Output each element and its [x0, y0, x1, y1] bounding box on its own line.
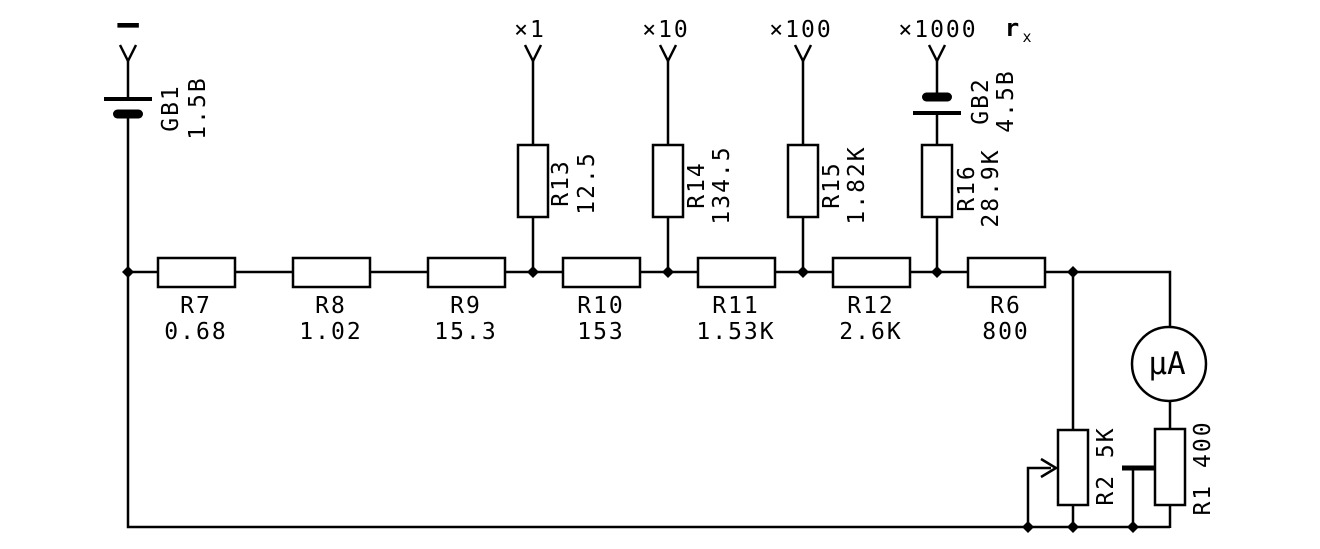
resistor-r10-value-label: 153	[577, 319, 625, 345]
resistor-r9-body	[426, 256, 507, 289]
battery-gb2-ref-label: GB2	[968, 77, 994, 125]
resistor-r11-value-label: 1.53K	[696, 319, 775, 345]
range-x1000-label: ×1000	[898, 17, 977, 43]
resistor-r1-body	[1153, 427, 1187, 507]
resistor-r11-ref-label: R11	[712, 293, 760, 319]
microammeter: µA	[1130, 325, 1208, 403]
x1000-terminal-icon	[927, 44, 947, 62]
resistor-r16-ref-label: R16	[954, 164, 980, 212]
resistor-r13-value-label: 12.5	[574, 151, 600, 214]
microammeter-label: µA	[1148, 346, 1186, 382]
resistor-r12-body	[831, 256, 912, 289]
resistor-r7-body	[156, 256, 237, 289]
resistor-r15-value-label: 1.82K	[844, 145, 870, 224]
resistor-r1-label: R1 400	[1190, 420, 1216, 515]
wiper-arrow-icon	[1040, 457, 1059, 479]
resistor-r16-value-label: 28.9K	[978, 148, 1004, 227]
junction-dot	[1022, 521, 1034, 533]
r2-wiper-wire	[1026, 466, 1051, 527]
common-terminal-polarity-label: −	[116, 2, 140, 48]
junction-dot	[931, 266, 943, 278]
common-terminal-icon	[118, 44, 138, 62]
resistor-r10-ref-label: R10	[577, 293, 625, 319]
junction-dot	[1127, 521, 1139, 533]
junction-dot	[797, 266, 809, 278]
resistor-r6-body	[966, 256, 1047, 289]
gb1-negative-plate	[113, 109, 143, 119]
resistor-r9-ref-label: R9	[450, 293, 482, 319]
resistor-r12-ref-label: R12	[847, 293, 895, 319]
resistor-r14-value-label: 134.5	[709, 145, 735, 224]
battery-gb1-symbol	[104, 97, 152, 119]
junction-dot	[1067, 266, 1079, 278]
resistor-r6-value-label: 800	[982, 319, 1030, 345]
resistor-r12-value-label: 2.6K	[839, 319, 902, 345]
junction-dot	[1067, 521, 1079, 533]
resistor-r16-body	[920, 143, 954, 219]
rx-terminal-label: r	[1005, 14, 1019, 42]
resistor-r8-body	[291, 256, 372, 289]
trimmer-r2-body	[1056, 428, 1090, 507]
resistor-r7-ref-label: R7	[180, 293, 212, 319]
resistor-r8-value-label: 1.02	[299, 319, 362, 345]
resistor-r14-ref-label: R14	[684, 161, 710, 209]
range-x10-label: ×10	[642, 17, 690, 43]
battery-gb2-value-label: 4.5B	[993, 69, 1019, 132]
microammeter-body	[1130, 325, 1208, 403]
gb2-negative-plate	[922, 92, 952, 102]
battery-gb1-ref-label: GB1	[158, 84, 184, 132]
battery-gb1-value-label: 1.5B	[185, 76, 211, 139]
resistor-r15-ref-label: R15	[819, 161, 845, 209]
resistor-r11-body	[696, 256, 777, 289]
left-rail-and-bottom-bus-wire	[126, 116, 1170, 529]
range-x1-label: ×1	[514, 17, 546, 43]
junction-dot	[662, 266, 674, 278]
resistor-r7-value-label: 0.68	[164, 319, 227, 345]
trimmer-r2-label: R2 5K	[1093, 426, 1119, 505]
resistor-r13-ref-label: R13	[548, 159, 574, 207]
rx-terminal-subscript: x	[1022, 28, 1031, 46]
resistor-r13-body	[516, 143, 550, 219]
resistor-r6-ref-label: R6	[990, 293, 1022, 319]
x10-terminal-icon	[658, 44, 678, 62]
resistor-r9-value-label: 15.3	[434, 319, 497, 345]
x100-terminal-icon	[793, 44, 813, 62]
resistor-r10-body	[561, 256, 642, 289]
resistor-r14-body	[651, 143, 685, 219]
junction-dot	[527, 266, 539, 278]
junction-dot	[122, 266, 134, 278]
resistor-r8-ref-label: R8	[315, 293, 347, 319]
resistor-r15-body	[786, 143, 820, 219]
x1-terminal-icon	[523, 44, 543, 62]
battery-gb2-symbol	[913, 92, 961, 115]
range-x100-label: ×100	[769, 17, 832, 43]
